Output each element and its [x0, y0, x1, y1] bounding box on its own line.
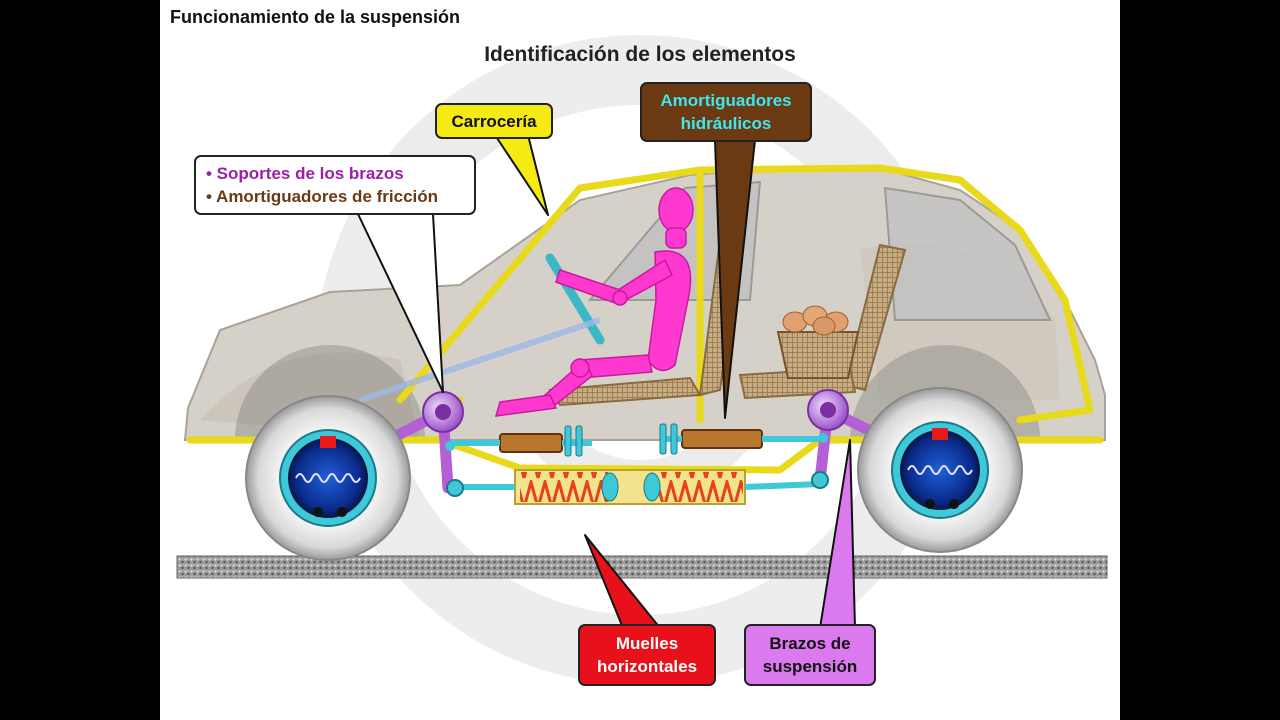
egg-basket: [776, 305, 860, 379]
callout-muelles: Muelles horizontales: [578, 624, 716, 686]
soportes-label: • Soportes de los brazos: [206, 164, 404, 183]
pointer-carroceria: [494, 134, 549, 216]
header-title: Funcionamiento de la suspensión: [170, 7, 461, 27]
hydraulic-dampers: [448, 423, 822, 457]
hidraulicos-line2: hidráulicos: [680, 114, 772, 133]
driver-mannequin: [494, 187, 694, 417]
muelles-line2: horizontales: [596, 657, 698, 676]
hidraulicos-line1: Amortiguadores: [660, 91, 792, 110]
arm-pivots: [422, 389, 849, 433]
callout-carroceria: Carrocería: [435, 103, 553, 139]
front-wheel: [245, 395, 411, 561]
callout-amortiguadores-hidraulicos: Amortiguadores hidráulicos: [640, 82, 812, 142]
callout-soportes: • Soportes de los brazos • Amortiguadore…: [194, 155, 476, 215]
slide: Funcionamiento de la suspensión Identifi…: [160, 0, 1120, 720]
brazos-line2: suspensión: [762, 657, 858, 676]
steering-column: [545, 253, 605, 345]
diagram-subtitle: Identificación de los elementos: [484, 43, 796, 66]
rear-window: [883, 186, 1052, 321]
friccion-label: • Amortiguadores de fricción: [206, 187, 439, 206]
muelles-line1: Muelles: [615, 634, 679, 653]
brazos-line1: Brazos de: [769, 634, 851, 653]
ground-road: [176, 555, 1108, 579]
carroceria-label: Carrocería: [451, 111, 537, 131]
rear-wheel: [857, 387, 1023, 553]
horizontal-springs: [455, 469, 821, 505]
callout-brazos: Brazos de suspensión: [744, 624, 876, 686]
suspension-diagram: [176, 35, 1108, 685]
callout-pointers: [357, 134, 856, 629]
